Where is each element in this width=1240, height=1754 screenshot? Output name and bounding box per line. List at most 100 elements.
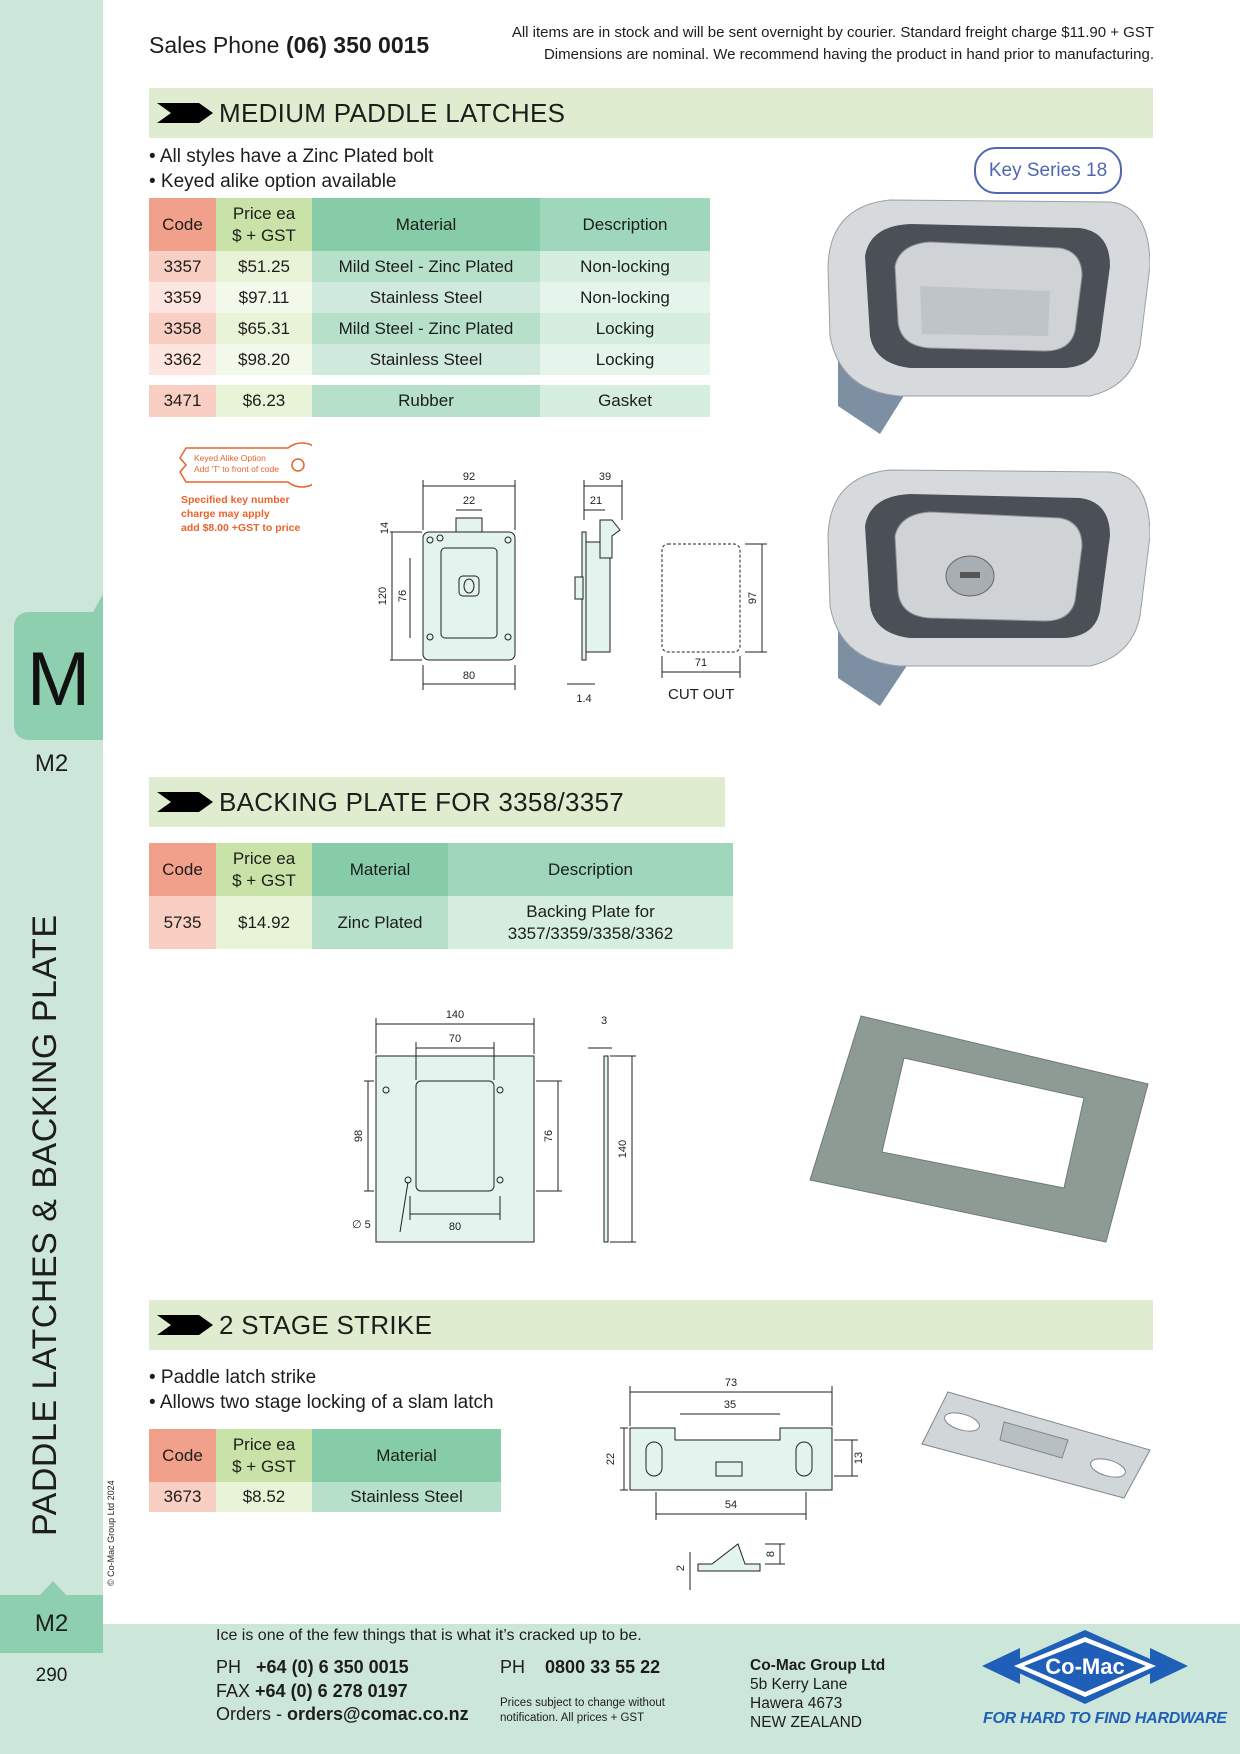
feature-bullets: • Paddle latch strike • Allows two stage… xyxy=(149,1365,494,1415)
col-header-price: Price ea$ + GST xyxy=(216,843,312,896)
dim-label: 22 xyxy=(605,1453,617,1465)
col-header-description: Description xyxy=(540,198,710,251)
footer-orders[interactable]: Orders - orders@comac.co.nz xyxy=(216,1704,469,1725)
paddle-latch-drawing: 92 22 14 120 76 80 39 21 1.4 97 71 xyxy=(377,471,767,705)
price-note-line: notification. All prices + GST xyxy=(500,1712,645,1724)
strike-price-table: Code Price ea$ + GST Material 3673 $8.52… xyxy=(149,1429,501,1512)
key-series-badge[interactable]: Key Series 18 xyxy=(974,147,1122,194)
col-header-material: Material xyxy=(312,1429,501,1482)
section-arrow-icon xyxy=(157,103,213,123)
sales-phone-number[interactable]: (06) 350 0015 xyxy=(286,32,430,58)
backing-plate-price-table: Code Price ea$ + GST Material Descriptio… xyxy=(149,843,733,949)
key-tag-line1: Keyed Alike Option xyxy=(194,453,266,463)
table-row[interactable]: 3359 $97.11 Stainless Steel Non-locking xyxy=(149,282,710,313)
table-row[interactable]: 3673 $8.52 Stainless Steel xyxy=(149,1482,501,1512)
table-row[interactable]: 5735 $14.92 Zinc Plated Backing Plate fo… xyxy=(149,896,733,949)
address-line: Hawera 4673 xyxy=(750,1695,843,1712)
key-charge-note: Specified key number charge may apply ad… xyxy=(181,493,300,535)
dim-label: 14 xyxy=(379,522,391,534)
phone-number: +64 (0) 6 350 0015 xyxy=(256,1657,409,1677)
section-tab-letter: M xyxy=(26,637,91,722)
bottom-code-arrow xyxy=(40,1581,66,1595)
backing-plate-drawing: 140 70 3 98 76 140 ∅ 5 80 xyxy=(352,1009,636,1243)
bottom-section-code: M2 xyxy=(0,1581,103,1653)
dim-label: 120 xyxy=(377,587,389,605)
cutout-label: CUT OUT xyxy=(668,686,735,703)
price-note-line: Prices subject to change without xyxy=(500,1697,665,1709)
footer-freephone[interactable]: PH 0800 33 55 22 xyxy=(500,1657,660,1678)
cell-price: $14.92 xyxy=(216,896,312,949)
section-title: 2 STAGE STRIKE xyxy=(219,1310,433,1340)
section-title: MEDIUM PADDLE LATCHES xyxy=(219,98,566,128)
key-tag-icon: Keyed Alike Option Add 'T' to front of c… xyxy=(179,442,312,488)
cell-material: Stainless Steel xyxy=(312,282,540,313)
section-tab-m[interactable]: M xyxy=(14,594,103,740)
col-header-code: Code xyxy=(149,1429,216,1482)
table-row[interactable]: 3471 $6.23 Rubber Gasket xyxy=(149,385,710,417)
dim-label: 70 xyxy=(449,1033,461,1045)
key-tag-line2: Add 'T' to front of code xyxy=(194,464,279,474)
table-row[interactable]: 3362 $98.20 Stainless Steel Locking xyxy=(149,344,710,375)
gasket-price-table: 3471 $6.23 Rubber Gasket xyxy=(149,385,710,417)
logo-text: Co-Mac xyxy=(1045,1654,1124,1679)
cell-code: 3357 xyxy=(149,251,216,282)
price-note: Prices subject to change without notific… xyxy=(500,1696,665,1726)
cell-code: 3358 xyxy=(149,313,216,344)
footer-fax[interactable]: FAX +64 (0) 6 278 0197 xyxy=(216,1681,408,1702)
cell-material: Stainless Steel xyxy=(312,344,540,375)
col-header-material: Material xyxy=(312,198,540,251)
cell-price: $65.31 xyxy=(216,313,312,344)
dim-label: 140 xyxy=(446,1009,464,1021)
fax-number: +64 (0) 6 278 0197 xyxy=(255,1681,408,1701)
phone-label: PH xyxy=(216,1657,242,1677)
cell-price: $6.23 xyxy=(216,385,312,417)
feature-bullets: • All styles have a Zinc Plated bolt • K… xyxy=(149,144,433,194)
cell-material: Mild Steel - Zinc Plated xyxy=(312,313,540,344)
cell-code: 5735 xyxy=(149,896,216,949)
freephone-number: 0800 33 55 22 xyxy=(545,1657,661,1677)
copyright-text: © Co-Mac Group Ltd 2024 xyxy=(106,1480,116,1586)
footer-phone[interactable]: PH +64 (0) 6 350 0015 xyxy=(216,1657,409,1678)
table-row[interactable]: 3357 $51.25 Mild Steel - Zinc Plated Non… xyxy=(149,251,710,282)
orders-email: orders@comac.co.nz xyxy=(287,1704,469,1724)
table-row[interactable]: 3358 $65.31 Mild Steel - Zinc Plated Loc… xyxy=(149,313,710,344)
cell-description: Non-locking xyxy=(540,282,710,313)
non-locking-latch-photo xyxy=(827,199,1150,434)
dim-label: 21 xyxy=(590,495,602,507)
dim-label: 22 xyxy=(463,495,475,507)
dim-label: 76 xyxy=(543,1130,555,1142)
cell-material: Stainless Steel xyxy=(312,1482,501,1512)
dim-label: 92 xyxy=(463,471,475,483)
section-band-2-stage-strike: 2 STAGE STRIKE xyxy=(149,1300,1153,1350)
cell-price: $51.25 xyxy=(216,251,312,282)
key-note-line: charge may apply xyxy=(181,508,270,520)
freephone-label: PH xyxy=(500,1657,526,1677)
bullet-item: • Allows two stage locking of a slam lat… xyxy=(149,1392,494,1413)
dim-label: 35 xyxy=(724,1399,736,1411)
co-mac-logo: Co-Mac xyxy=(982,1630,1188,1704)
paddle-latch-price-table: Code Price ea$ + GST Material Descriptio… xyxy=(149,198,710,375)
tab-notch xyxy=(93,594,103,612)
col-header-material: Material xyxy=(312,843,448,896)
dim-label: 80 xyxy=(449,1221,461,1233)
dimensions-note: Dimensions are nominal. We recommend hav… xyxy=(543,46,1154,63)
vertical-page-title: PADDLE LATCHES & BACKING PLATE xyxy=(26,914,64,1536)
dim-label: 13 xyxy=(853,1452,865,1464)
strike-drawing: 73 35 22 13 54 2 8 xyxy=(605,1377,865,1590)
locking-latch-photo xyxy=(827,469,1150,706)
orders-label: Orders - xyxy=(216,1704,288,1724)
col-header-price: Price ea$ + GST xyxy=(216,1429,312,1482)
page-number: 290 xyxy=(35,1665,68,1686)
cell-price: $97.11 xyxy=(216,282,312,313)
dim-label: 76 xyxy=(397,590,409,602)
sales-phone-label: Sales Phone xyxy=(149,32,280,58)
section-band-medium-paddle-latches: MEDIUM PADDLE LATCHES xyxy=(149,88,1153,138)
dim-label: 73 xyxy=(725,1377,737,1389)
strike-photo xyxy=(921,1391,1151,1499)
dim-label: 39 xyxy=(599,471,611,483)
cell-material: Mild Steel - Zinc Plated xyxy=(312,251,540,282)
cell-code: 3673 xyxy=(149,1482,216,1512)
section-title: BACKING PLATE FOR 3358/3357 xyxy=(219,787,625,817)
cell-description: Locking xyxy=(540,313,710,344)
